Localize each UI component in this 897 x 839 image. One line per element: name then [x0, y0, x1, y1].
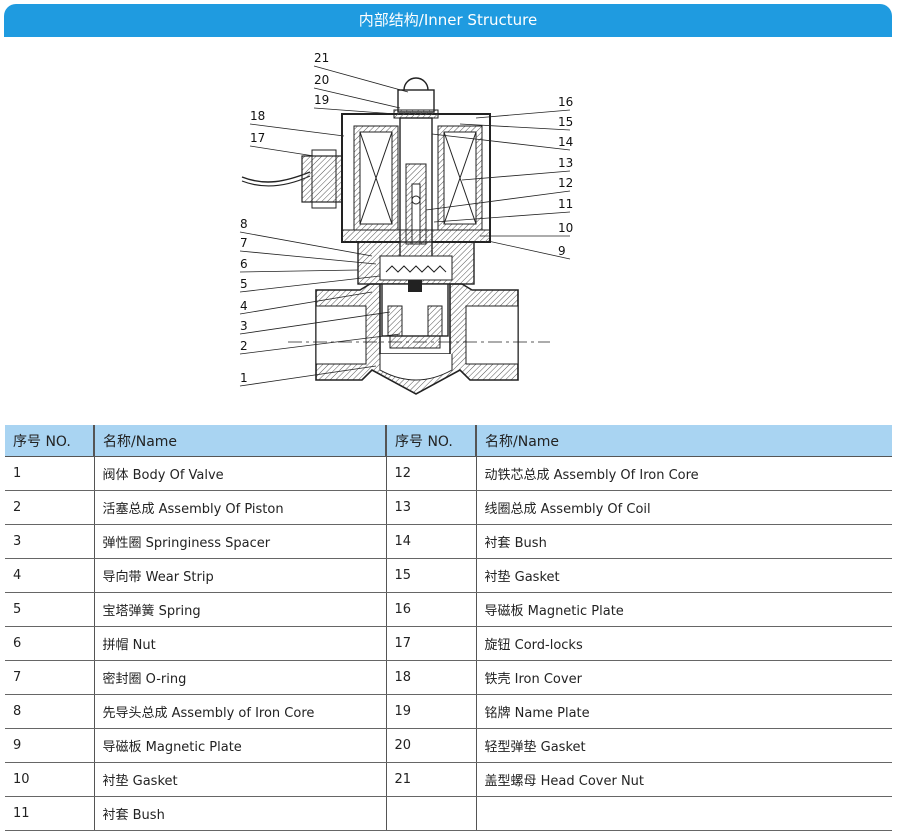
- cell-name-2: [475, 796, 892, 831]
- magnetic-plate: [341, 229, 491, 243]
- cell-no: 9: [5, 728, 94, 763]
- cell-name: 拼帽 Nut: [93, 626, 386, 661]
- cell-no-2: 19: [385, 694, 476, 729]
- head-cover-nut: [397, 89, 435, 113]
- cell-no: 8: [5, 694, 94, 729]
- cell-no-2: 17: [385, 626, 476, 661]
- cell-no: 3: [5, 524, 94, 559]
- svg-text:6: 6: [240, 257, 248, 271]
- cell-no-2: 18: [385, 660, 476, 695]
- svg-text:20: 20: [314, 73, 329, 87]
- svg-text:2: 2: [240, 339, 248, 353]
- cell-no: 10: [5, 762, 94, 797]
- svg-text:18: 18: [250, 109, 265, 123]
- svg-text:16: 16: [558, 95, 573, 109]
- cell-no-2: 15: [385, 558, 476, 593]
- cell-name-2: 导磁板 Magnetic Plate: [475, 592, 892, 627]
- svg-text:14: 14: [558, 135, 573, 149]
- col-header-no: 序号 NO.: [5, 425, 94, 457]
- cell-name-2: 铁壳 Iron Cover: [475, 660, 892, 695]
- cell-name-2: 盖型螺母 Head Cover Nut: [475, 762, 892, 797]
- cell-no-2: 21: [385, 762, 476, 797]
- cell-no-2: 13: [385, 490, 476, 525]
- col-header-name-2: 名称/Name: [475, 425, 892, 457]
- svg-text:7: 7: [240, 236, 248, 250]
- cell-name-2: 动铁芯总成 Assembly Of Iron Core: [475, 456, 892, 491]
- callouts-left: 21 20 19 18 17 8 7 6 5 4 3 2 1: [239, 51, 409, 387]
- svg-text:11: 11: [558, 197, 573, 211]
- section-header: 内部结构/Inner Structure: [4, 4, 892, 37]
- cell-no-2: [385, 796, 476, 831]
- section-title: 内部结构/Inner Structure: [358, 11, 538, 29]
- svg-text:4: 4: [240, 299, 248, 313]
- cell-name-2: 线圈总成 Assembly Of Coil: [475, 490, 892, 525]
- svg-text:5: 5: [240, 277, 248, 291]
- cell-no: 2: [5, 490, 94, 525]
- svg-text:1: 1: [240, 371, 248, 385]
- cell-no: 1: [5, 456, 94, 491]
- cell-name-2: 旋钮 Cord-locks: [475, 626, 892, 661]
- cell-name: 先导头总成 Assembly of Iron Core: [93, 694, 386, 729]
- cell-name: 衬套 Bush: [93, 796, 386, 831]
- svg-text:10: 10: [558, 221, 573, 235]
- col-header-name: 名称/Name: [93, 425, 386, 457]
- callouts-right: 16 15 14 13 12 11 10 9: [425, 95, 573, 260]
- cell-no: 4: [5, 558, 94, 593]
- inner-structure-diagram: 21 20 19 18 17 8 7 6 5 4 3 2 1 16 15 14 …: [239, 51, 573, 395]
- col-header-no-2: 序号 NO.: [385, 425, 476, 457]
- svg-text:9: 9: [558, 244, 566, 258]
- cell-no-2: 12: [385, 456, 476, 491]
- cell-no: 11: [5, 796, 94, 831]
- svg-text:12: 12: [558, 176, 573, 190]
- cell-name-2: 铭牌 Name Plate: [475, 694, 892, 729]
- cell-no: 5: [5, 592, 94, 627]
- cell-no-2: 20: [385, 728, 476, 763]
- cell-name-2: 衬垫 Gasket: [475, 558, 892, 593]
- cell-name: 导磁板 Magnetic Plate: [93, 728, 386, 763]
- svg-text:8: 8: [240, 217, 248, 231]
- cell-no-2: 14: [385, 524, 476, 559]
- cell-name: 阀体 Body Of Valve: [93, 456, 386, 491]
- cell-name-2: 轻型弹垫 Gasket: [475, 728, 892, 763]
- svg-text:19: 19: [314, 93, 329, 107]
- cell-no-2: 16: [385, 592, 476, 627]
- cell-name: 活塞总成 Assembly Of Piston: [93, 490, 386, 525]
- table-header-row: 序号 NO. 名称/Name 序号 NO. 名称/Name: [5, 425, 892, 457]
- cell-no: 6: [5, 626, 94, 661]
- cell-name: 宝塔弹簧 Spring: [93, 592, 386, 627]
- cell-name: 导向带 Wear Strip: [93, 558, 386, 593]
- cell-name-2: 衬套 Bush: [475, 524, 892, 559]
- svg-text:13: 13: [558, 156, 573, 170]
- svg-text:21: 21: [314, 51, 329, 65]
- cell-name: 弹性圈 Springiness Spacer: [93, 524, 386, 559]
- cell-name: 密封圈 O-ring: [93, 660, 386, 695]
- svg-text:15: 15: [558, 115, 573, 129]
- svg-text:3: 3: [240, 319, 248, 333]
- svg-text:17: 17: [250, 131, 265, 145]
- cell-no: 7: [5, 660, 94, 695]
- cell-name: 衬垫 Gasket: [93, 762, 386, 797]
